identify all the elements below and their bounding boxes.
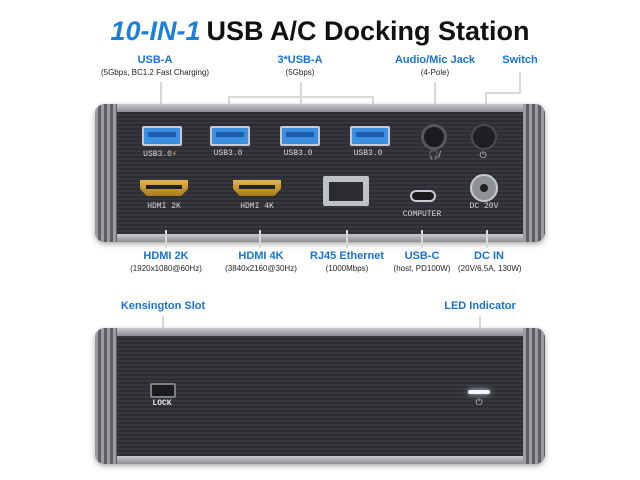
label-usb-a: USB-A (5Gbps, BC1.2 Fast Charging)	[100, 54, 210, 77]
power-icon: ⏻	[475, 397, 483, 407]
lightning-icon: ⚡	[171, 150, 177, 159]
audio-mic-jack[interactable]	[421, 124, 447, 150]
front-face	[117, 112, 523, 234]
bottom-rim	[95, 456, 545, 464]
hdmi-2k-label: HDMI 2K	[147, 202, 181, 211]
dc-label: DC 20V	[469, 202, 499, 211]
right-endcap	[523, 328, 545, 464]
usb-port-2-label: USB3.0	[213, 149, 243, 158]
usb-port-1-label: USB3.0⚡	[143, 150, 177, 159]
callout-line	[346, 230, 348, 248]
hdmi-2k-port[interactable]	[140, 180, 188, 196]
callout-line	[160, 82, 162, 122]
computer-label: COMPUTER	[402, 210, 442, 219]
label-dc-in: DC IN (20V/6.5A, 130W)	[458, 250, 522, 273]
title-highlight: 10-IN-1	[110, 16, 201, 46]
hdmi-4k-port[interactable]	[233, 180, 281, 196]
usb-a-port-2[interactable]	[210, 126, 250, 146]
dc-in-port[interactable]	[470, 174, 498, 202]
label-led: LED Indicator	[444, 300, 516, 312]
top-rim	[95, 328, 545, 336]
usb-port-4-label: USB3.0	[353, 149, 383, 158]
label-hdmi-4k: HDMI 4K (3840x2160@30Hz)	[225, 250, 297, 273]
usb-a-port-3[interactable]	[280, 126, 320, 146]
lock-label: LOCK	[152, 399, 172, 408]
rj45-socket	[329, 182, 363, 201]
label-switch: Switch	[502, 54, 538, 66]
callout-line	[519, 72, 521, 92]
back-face	[117, 336, 523, 456]
usb-a-port-4[interactable]	[350, 126, 390, 146]
left-endcap	[95, 104, 117, 242]
hdmi-4k-label: HDMI 4K	[240, 202, 274, 211]
callout-line	[486, 230, 488, 248]
usb-a-port-1[interactable]	[142, 126, 182, 146]
power-switch-button[interactable]	[471, 124, 497, 150]
label-hdmi-2k: HDMI 2K (1920x1080@60Hz)	[130, 250, 202, 273]
headset-mic-icon: 🎧̸	[428, 150, 440, 160]
left-endcap	[95, 328, 117, 464]
led-indicator	[468, 390, 490, 394]
right-endcap	[523, 104, 545, 242]
callout-line	[421, 230, 423, 248]
callout-line	[485, 92, 521, 94]
callout-line	[300, 82, 302, 96]
label-kensington: Kensington Slot	[120, 300, 206, 312]
dock-front-panel: USB3.0⚡ USB3.0 USB3.0 USB3.0 🎧̸ ⏻ HDMI 2…	[95, 104, 545, 242]
usb-c-host-port[interactable]	[410, 190, 436, 202]
label-usb-c: USB-C (host, PD100W)	[393, 250, 451, 273]
bottom-rim	[95, 234, 545, 242]
label-audio-jack: Audio/Mic Jack (4-Pole)	[394, 54, 476, 77]
power-icon: ⏻	[479, 150, 487, 160]
dock-back-panel: LOCK ⏻	[95, 328, 545, 464]
title-text: USB A/C Docking Station	[206, 16, 530, 46]
label-rj45: RJ45 Ethernet (1000Mbps)	[310, 250, 384, 273]
kensington-slot[interactable]	[150, 383, 176, 398]
callout-line	[259, 230, 261, 248]
usb-port-3-label: USB3.0	[283, 149, 313, 158]
callout-line	[165, 230, 167, 248]
top-rim	[95, 104, 545, 112]
callout-line	[434, 82, 436, 122]
rj45-ethernet-port[interactable]	[323, 176, 369, 206]
label-3-usb-a: 3*USB-A (5Gbps)	[277, 54, 323, 77]
